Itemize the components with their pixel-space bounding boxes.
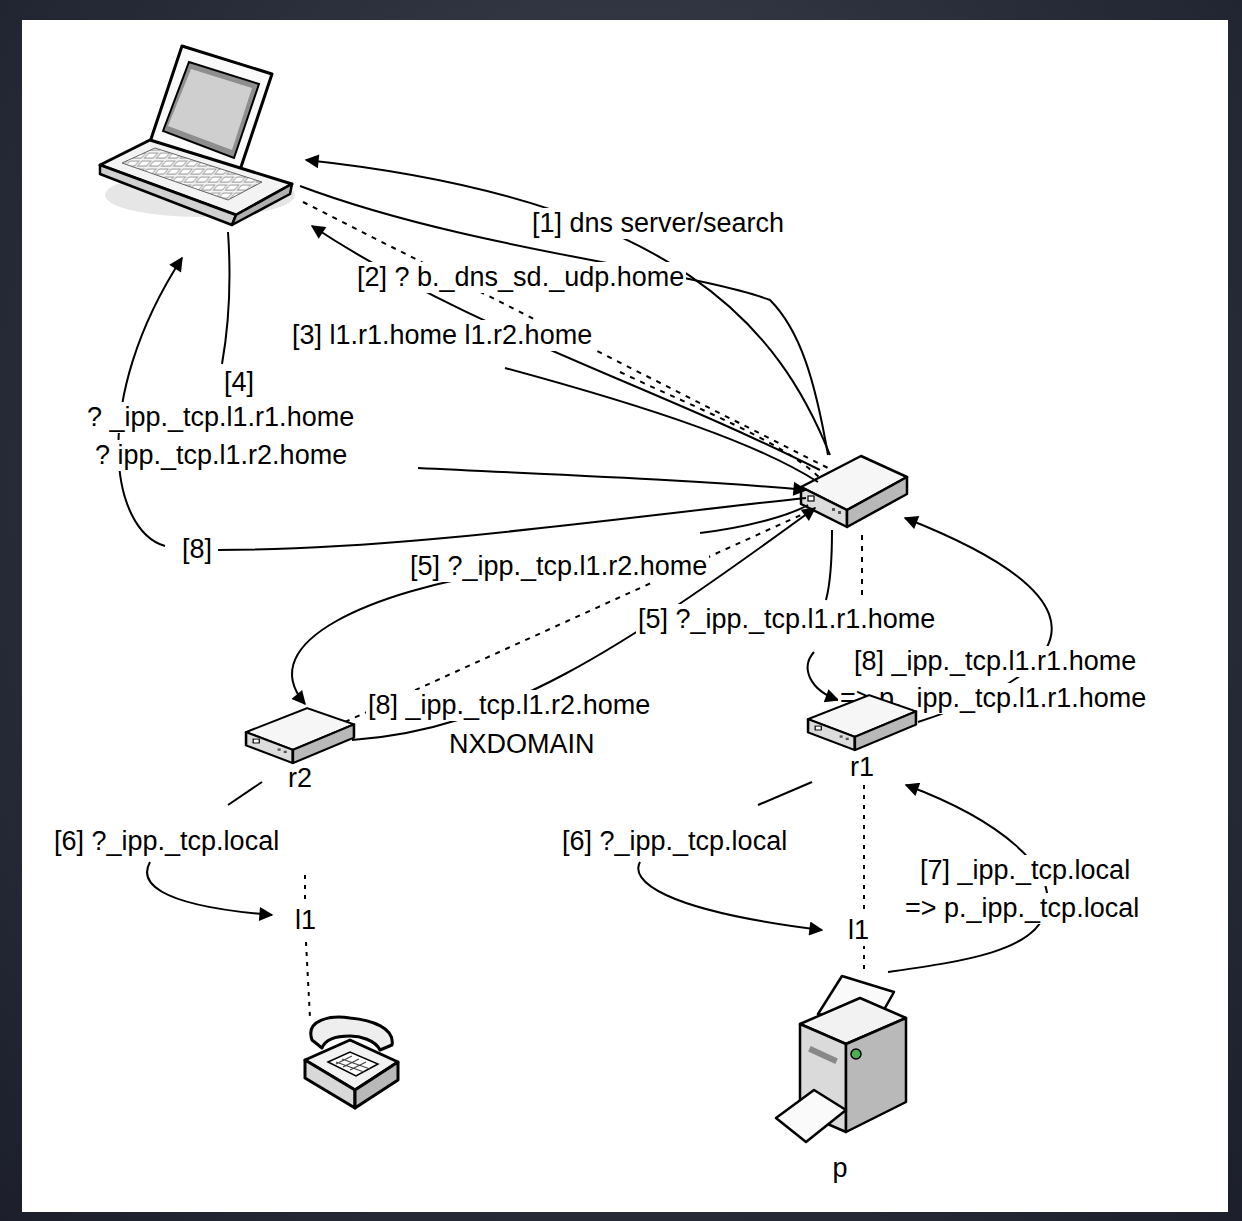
drawing-stroke (246, 708, 354, 763)
router-icon (806, 692, 918, 754)
answer-label: => p._ipp._tcp.local (903, 893, 1141, 924)
drawing-stroke (304, 875, 306, 902)
drawing-stroke (163, 62, 259, 158)
query-label: [5] ?_ipp._tcp.l1.r1.home (636, 604, 937, 635)
drawing-stroke (620, 372, 820, 478)
drawing-stroke (168, 69, 252, 150)
drawing-stroke (505, 368, 818, 482)
query-label: [6] ?_ipp._tcp.local (52, 826, 281, 857)
answer-label: [8] _ipp._tcp.l1.r1.home (852, 646, 1138, 677)
drawing-stroke (311, 1017, 392, 1050)
device-name: p (770, 1153, 910, 1184)
step-label: [1] dns server/search (530, 208, 786, 239)
drawing-stroke (861, 535, 863, 600)
drawing-stroke (808, 695, 916, 750)
router-device: r1 (806, 692, 918, 785)
drawing-stroke (851, 1049, 861, 1059)
drawing-stroke (306, 160, 830, 455)
drawing-stroke (147, 862, 272, 915)
drawing-stroke (218, 498, 806, 550)
answer-label: [7] _ipp._tcp.local (918, 855, 1132, 886)
drawing-stroke (336, 1056, 370, 1072)
router-device: r2 (244, 705, 356, 797)
drawing-stroke (228, 782, 262, 805)
callout-number: [8] (180, 534, 214, 565)
drawing-stroke (758, 782, 812, 805)
drawing-stroke (776, 1090, 846, 1142)
printer-device: p (770, 972, 910, 1186)
wires (118, 160, 1051, 1018)
step-label: [2] ? b._dns_sd._udp.home (355, 262, 686, 293)
device-name: r1 (806, 752, 918, 783)
drawing-stroke (418, 468, 806, 490)
device-name: r2 (244, 763, 356, 794)
query-label: ? ipp._tcp.l1.r2.home (93, 440, 349, 471)
query-label: [5] ?_ipp._tcp.l1.r2.home (408, 551, 709, 582)
drawing-stroke (306, 942, 310, 1018)
drawing-stroke (808, 1046, 838, 1064)
answer-label: [8] _ipp._tcp.l1.r2.home (366, 690, 652, 721)
central-router-icon (801, 456, 907, 527)
printer-icon (770, 972, 910, 1147)
drawing-stroke (292, 572, 500, 704)
router-icon (244, 705, 356, 767)
laptop-icon (100, 46, 295, 225)
query-label: ? _ipp._tcp.l1.r1.home (85, 402, 356, 433)
phone-icon (305, 1017, 398, 1108)
drawing-stroke (846, 1018, 906, 1132)
link-name: l1 (293, 905, 318, 936)
drawing-stroke (700, 505, 808, 533)
query-label: [6] ?_ipp._tcp.local (560, 826, 789, 857)
drawing-stroke (808, 652, 838, 700)
link-name: l1 (846, 915, 871, 946)
drawing-stroke (222, 232, 230, 364)
answer-label: NXDOMAIN (447, 729, 597, 760)
callout-number: [4] (222, 367, 256, 398)
drawing-stroke (122, 148, 262, 200)
drawing-stroke (328, 1052, 378, 1076)
drawing-stroke (638, 862, 822, 930)
step-label: [3] l1.r1.home l1.r2.home (290, 320, 594, 351)
drawing-stroke (826, 530, 832, 600)
